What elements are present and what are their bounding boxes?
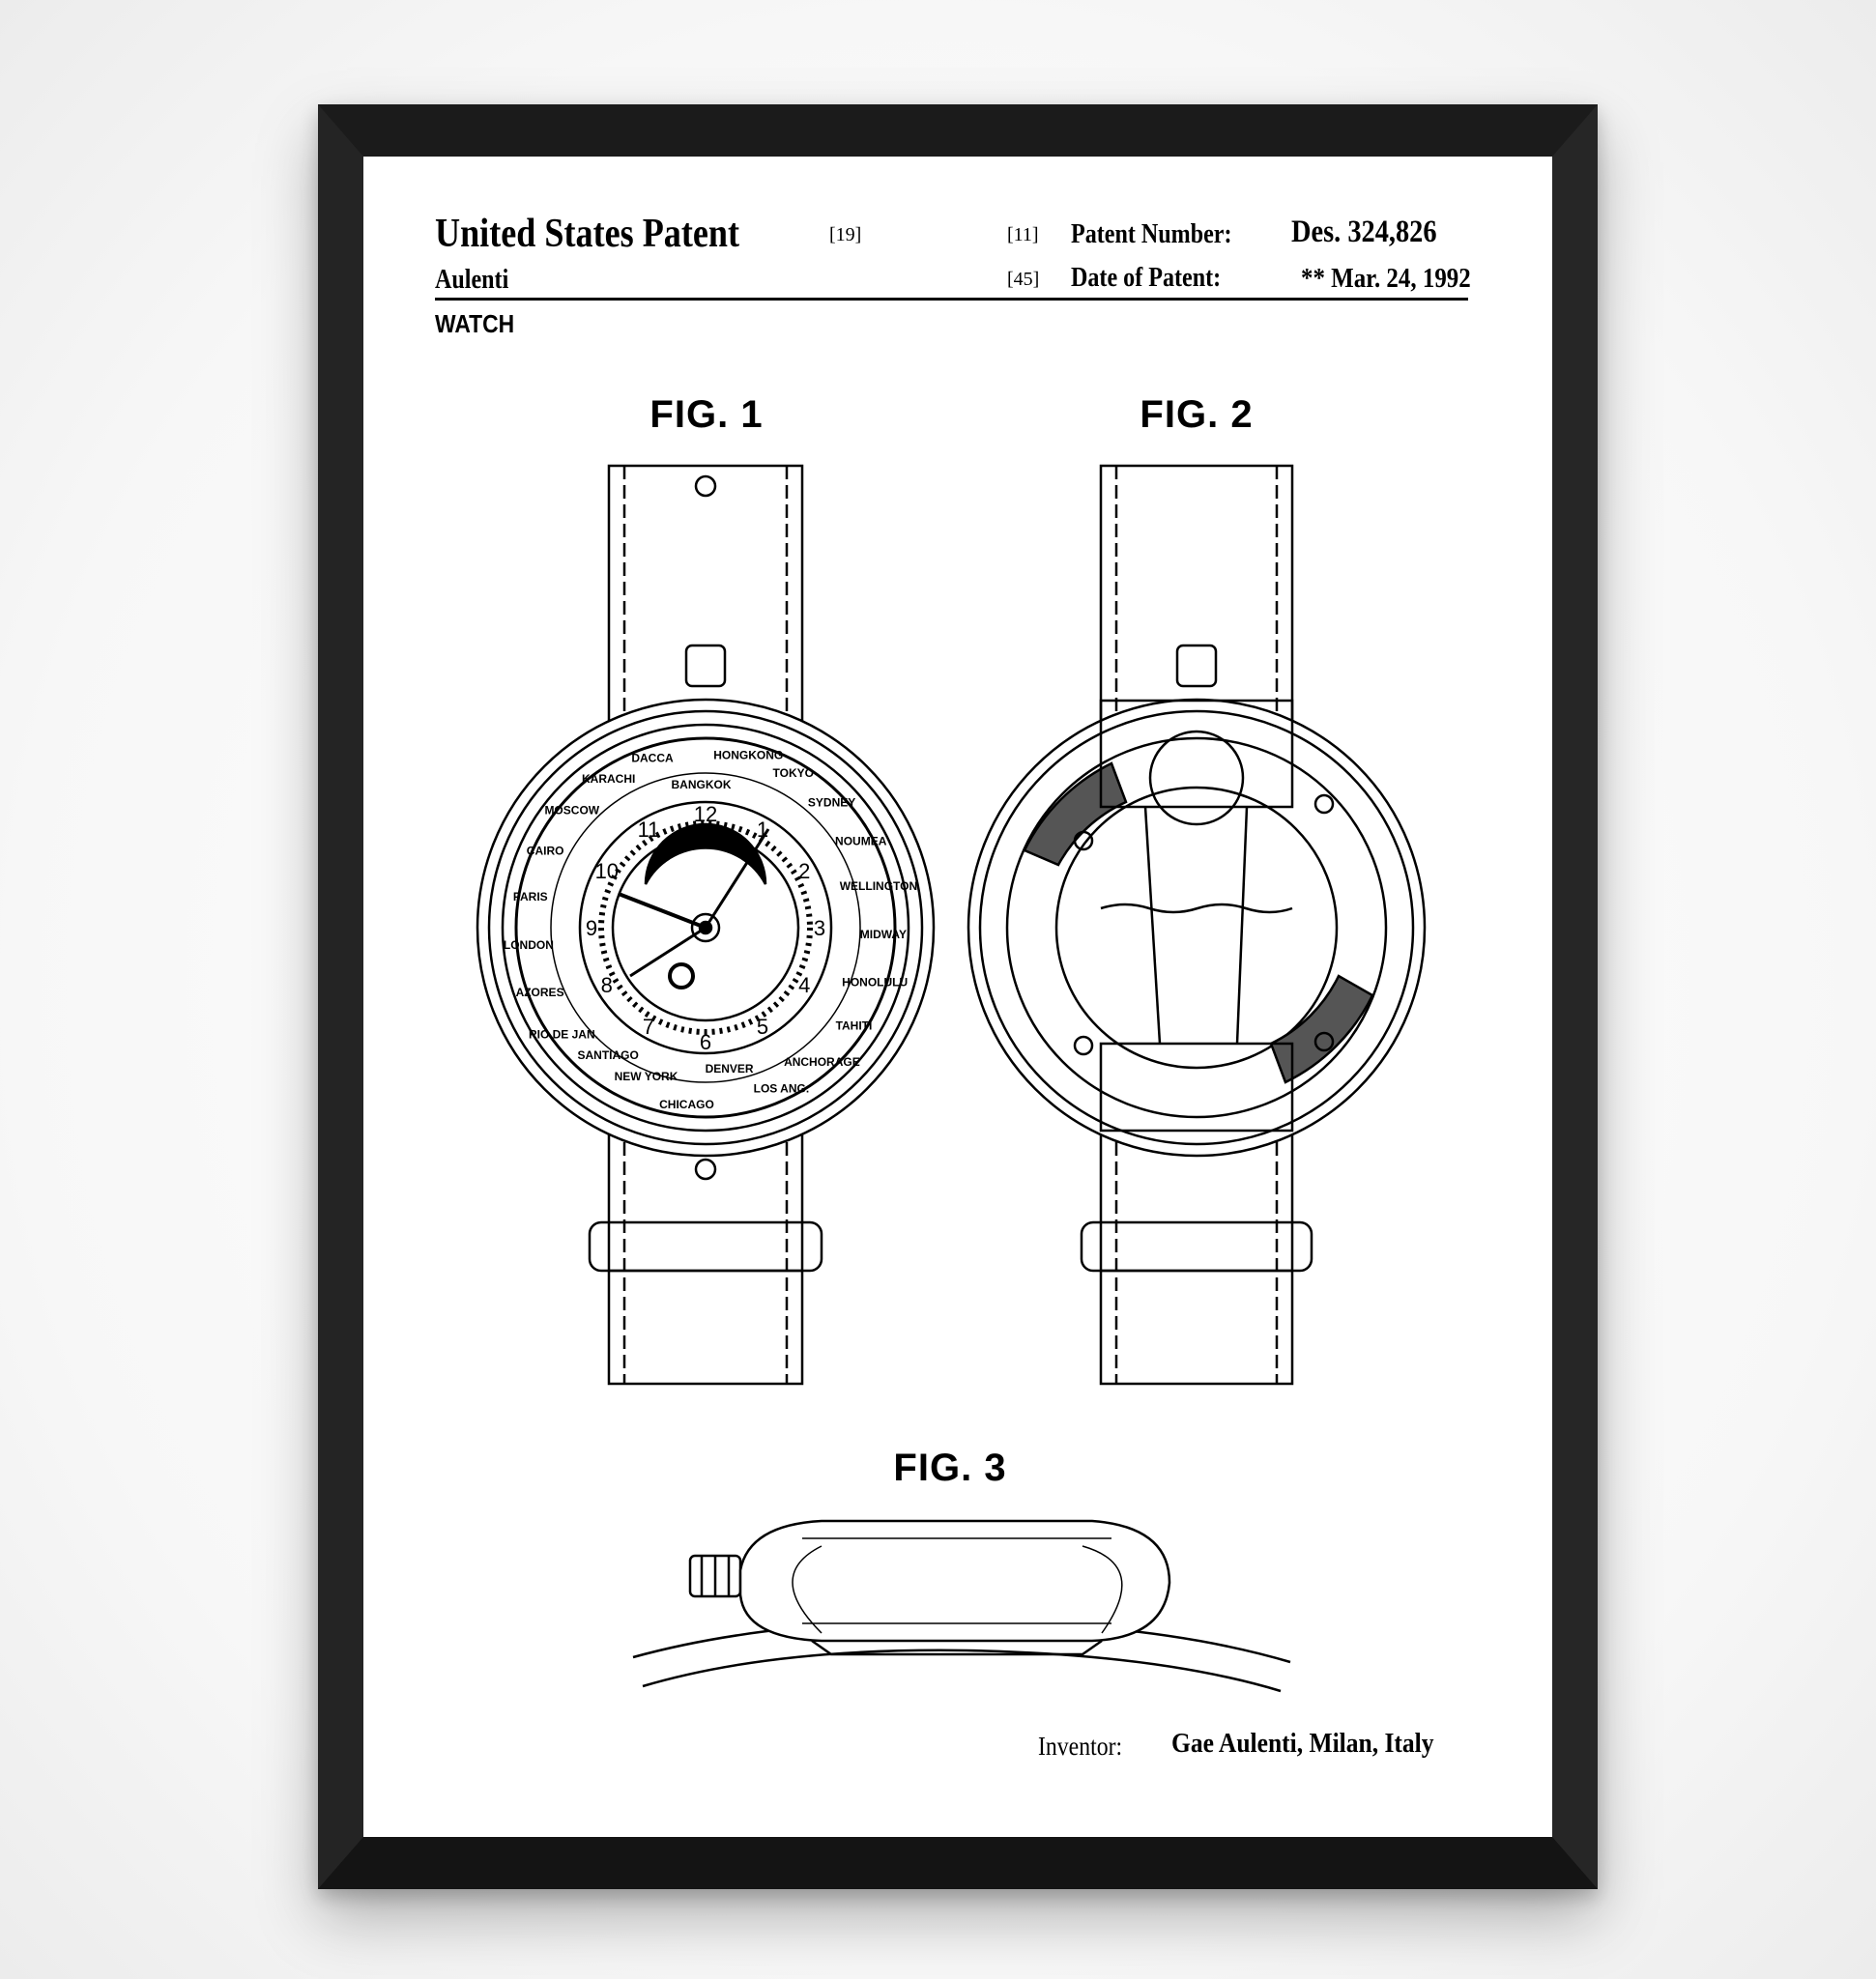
dial-city-name: TAHITI bbox=[836, 1018, 873, 1032]
fig3-case bbox=[738, 1519, 1171, 1643]
fig1-dial-cities: PARIS CAIRO MOSCOW KARACHI DACCA BANGKOK HONGK… bbox=[504, 748, 917, 1111]
dial-hour-numeral: 11 bbox=[638, 817, 660, 842]
dial-city-name: LONDON bbox=[504, 938, 554, 952]
dial-city-name: WELLINGTON bbox=[840, 879, 917, 893]
dial-city-name: AZORES bbox=[516, 986, 564, 999]
dial-hour-numeral: 4 bbox=[798, 973, 810, 997]
dial-city-name: LOS ANG. bbox=[754, 1081, 810, 1095]
date-label: Date of Patent: bbox=[1071, 263, 1222, 293]
inventor-value: Gae Aulenti, Milan, Italy bbox=[1171, 1728, 1434, 1759]
inventor-surname: Aulenti bbox=[435, 265, 509, 295]
dial-city-name: SANTIAGO bbox=[578, 1048, 639, 1062]
dial-hour-numeral: 1 bbox=[757, 817, 768, 842]
dial-hour-numeral: 9 bbox=[586, 916, 597, 940]
header-divider bbox=[435, 298, 1468, 301]
dial-city-name: MIDWAY bbox=[860, 928, 907, 941]
fig2-label: FIG. 2 bbox=[1140, 393, 1254, 436]
frame-bevel bbox=[318, 104, 1598, 1889]
dial-hour-numeral: 2 bbox=[798, 859, 810, 883]
dial-city-name: CAIRO bbox=[527, 844, 564, 857]
dial-city-name: BANGKOK bbox=[672, 778, 732, 791]
dial-city-name: NEW YORK bbox=[615, 1070, 678, 1083]
fig3-label: FIG. 3 bbox=[893, 1447, 1007, 1489]
dial-city-name: KARACHI bbox=[582, 772, 635, 786]
dial-city-name: DACCA bbox=[631, 751, 674, 764]
patent-subject: WATCH bbox=[435, 309, 515, 338]
dial-hour-numeral: 10 bbox=[595, 859, 619, 883]
dial-city-name: CHICAGO bbox=[659, 1098, 714, 1111]
moon-phase-window bbox=[644, 822, 767, 885]
document-title: United States Patent bbox=[435, 212, 740, 256]
dial-hour-numeral: 6 bbox=[700, 1030, 711, 1054]
patent-number-ref: [11] bbox=[1007, 224, 1039, 245]
fig2-case bbox=[967, 698, 1427, 1158]
dial-hour-numeral: 12 bbox=[694, 802, 717, 826]
fig3-watch-side bbox=[632, 1519, 1291, 1693]
fig1-case bbox=[476, 698, 936, 1158]
hour-hand bbox=[618, 892, 707, 930]
fig2-watch-back bbox=[967, 464, 1427, 1386]
patent-number: Des. 324,826 bbox=[1291, 215, 1437, 249]
dial-city-name: ANCHORAGE bbox=[784, 1055, 860, 1069]
inventor-label: Inventor: bbox=[1038, 1732, 1123, 1761]
patent-number-label: Patent Number: bbox=[1071, 219, 1232, 249]
fig1-label: FIG. 1 bbox=[649, 393, 764, 436]
date-ref: [45] bbox=[1007, 269, 1040, 290]
title-ref: [19] bbox=[829, 224, 862, 245]
dial-city-name: HONOLULU bbox=[842, 975, 908, 989]
dial-city-name: HONGKONG bbox=[713, 748, 783, 761]
dial-hour-numeral: 3 bbox=[814, 916, 825, 940]
minute-hand bbox=[704, 828, 770, 929]
dial-city-name: PARIS bbox=[513, 890, 548, 903]
dial-hour-numeral: 5 bbox=[757, 1015, 768, 1039]
dial-city-name: RIO DE JAN. bbox=[529, 1028, 598, 1042]
fig1-crown bbox=[684, 644, 727, 688]
dial-city-name: NOUMEA bbox=[835, 834, 887, 847]
dial-city-name: DENVER bbox=[706, 1062, 754, 1076]
dial-city-name: MOSCOW bbox=[544, 804, 599, 817]
date-value: ** Mar. 24, 1992 bbox=[1301, 263, 1471, 294]
dial-city-name: TOKYO bbox=[773, 766, 814, 780]
dial-hour-numeral: 8 bbox=[601, 973, 613, 997]
dial-hour-numeral: 7 bbox=[643, 1015, 654, 1039]
dial-city-name: SYDNEY bbox=[808, 795, 855, 809]
fig2-crown bbox=[1175, 644, 1218, 688]
